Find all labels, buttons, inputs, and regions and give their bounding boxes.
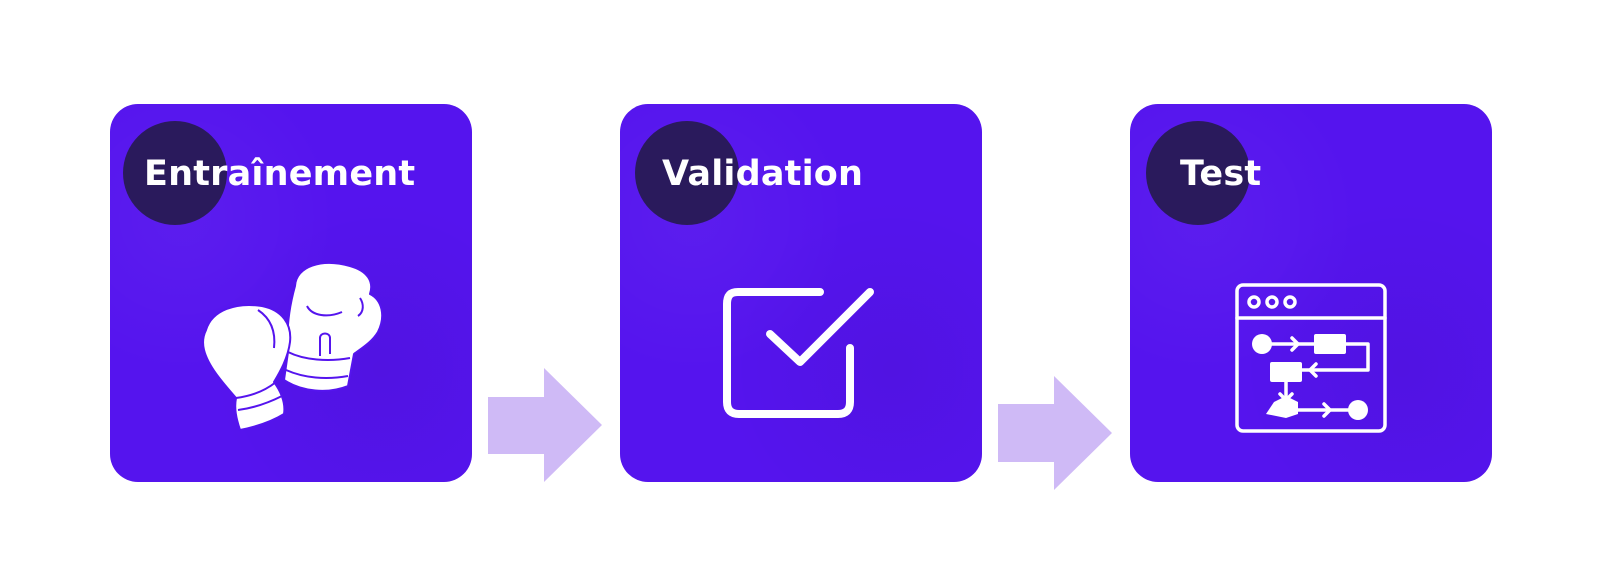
step-card-validation: Validation [620, 104, 982, 482]
step-card-test: Test [1130, 104, 1492, 482]
step-badge [635, 121, 739, 225]
step-title-training: Entraînement [144, 154, 416, 194]
flow-arrow [998, 376, 1112, 494]
step-title-validation: Validation [662, 154, 864, 194]
step-badge [1146, 121, 1250, 225]
flowchart-window-icon [1234, 282, 1390, 434]
boxing-gloves-icon [192, 258, 392, 438]
step-card-training: Entraînement [110, 104, 472, 482]
checkbox-check-icon [720, 282, 880, 422]
step-badge [123, 121, 227, 225]
flow-arrow [488, 368, 602, 486]
step-title-test: Test [1180, 154, 1262, 194]
